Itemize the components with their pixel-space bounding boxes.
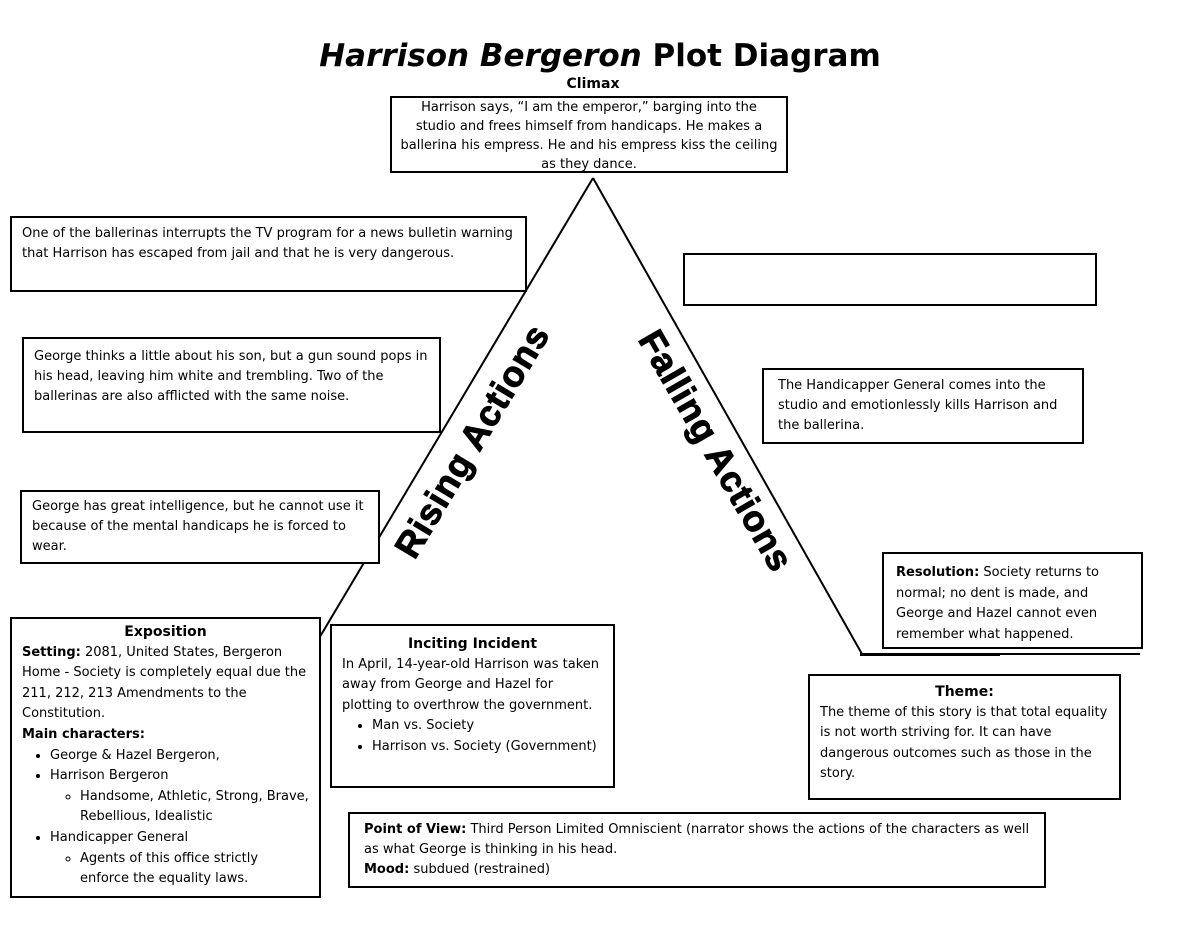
mood-label: Mood: bbox=[364, 862, 410, 877]
theme-label: Theme: bbox=[935, 684, 994, 700]
exposition-box: Exposition Setting: 2081, United States,… bbox=[10, 617, 321, 898]
characters-label: Main characters: bbox=[22, 726, 145, 742]
theme-box: Theme: The theme of this story is that t… bbox=[808, 674, 1121, 800]
exposition-label: Exposition bbox=[124, 624, 207, 640]
conflict-item: Man vs. Society bbox=[372, 716, 603, 737]
character-name: Handicapper General bbox=[50, 829, 189, 845]
rising-action-3: George has great intelligence, but he ca… bbox=[20, 490, 380, 564]
setting-text: 2081, United States, Bergeron Home - Soc… bbox=[22, 644, 307, 722]
character-item: Handicapper General Agents of this offic… bbox=[50, 828, 309, 890]
rising-action-1: One of the ballerinas interrupts the TV … bbox=[10, 216, 527, 292]
resolution-label: Resolution: bbox=[896, 565, 980, 580]
mood-text: subdued (restrained) bbox=[409, 862, 551, 877]
empty-falling-box bbox=[683, 253, 1097, 306]
page-title: Harrison Bergeron Plot Diagram bbox=[0, 38, 1200, 74]
characters-list: George & Hazel Bergeron, Harrison Berger… bbox=[22, 746, 309, 890]
pov-label: Point of View: bbox=[364, 822, 467, 837]
falling-action-1: The Handicapper General comes into the s… bbox=[762, 368, 1084, 444]
title-rest: Plot Diagram bbox=[641, 38, 881, 74]
inciting-incident-box: Inciting Incident In April, 14-year-old … bbox=[330, 624, 615, 788]
character-item: George & Hazel Bergeron, bbox=[50, 746, 309, 767]
climax-label: Climax bbox=[566, 76, 620, 92]
inciting-text: In April, 14-year-old Harrison was taken… bbox=[342, 656, 600, 713]
climax-box: Harrison says, “I am the emperor,” bargi… bbox=[390, 96, 788, 173]
pov-text: Third Person Limited Omniscient (narrato… bbox=[364, 822, 1030, 857]
pov-mood-box: Point of View: Third Person Limited Omni… bbox=[348, 812, 1046, 888]
conflict-item: Harrison vs. Society (Government) bbox=[372, 737, 603, 758]
setting-label: Setting: bbox=[22, 644, 81, 660]
setting: Setting: 2081, United States, Bergeron H… bbox=[22, 643, 309, 725]
theme-text: The theme of this story is that total eq… bbox=[820, 704, 1108, 782]
resolution-text: Society returns to normal; no dent is ma… bbox=[896, 565, 1099, 642]
resolution-box: Resolution: Society returns to normal; n… bbox=[882, 552, 1143, 649]
character-name: Harrison Bergeron bbox=[50, 768, 169, 784]
character-item: Harrison Bergeron Handsome, Athletic, St… bbox=[50, 766, 309, 828]
rising-action-2: George thinks a little about his son, bu… bbox=[22, 337, 441, 433]
character-trait: Handsome, Athletic, Strong, Brave, Rebel… bbox=[80, 787, 309, 828]
inciting-label: Inciting Incident bbox=[407, 636, 538, 652]
falling-line bbox=[592, 177, 863, 655]
character-trait: Agents of this office strictly enforce t… bbox=[80, 849, 309, 890]
title-italic: Harrison Bergeron bbox=[319, 38, 642, 74]
